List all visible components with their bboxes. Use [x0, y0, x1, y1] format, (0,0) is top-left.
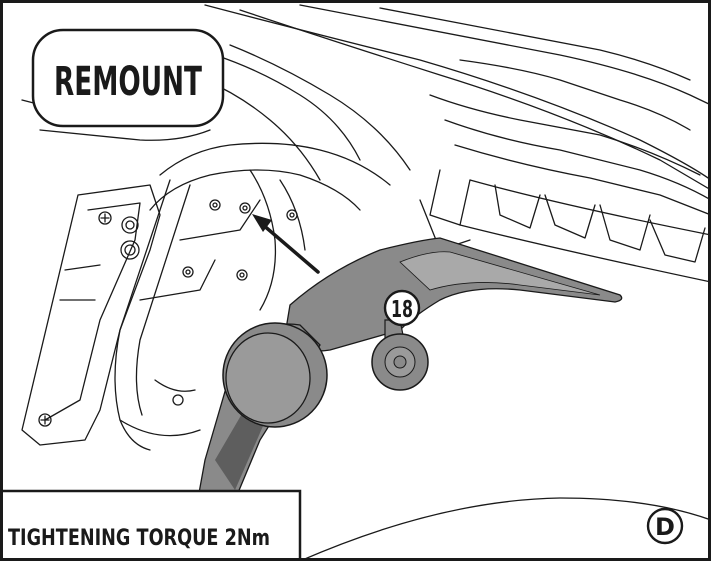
remount-label: REMOUNT — [54, 59, 202, 105]
view-letter-label: D — [655, 513, 675, 541]
torque-spec-label: TIGHTENING TORQUE 2Nm — [8, 526, 270, 551]
bracket-main-body — [284, 237, 623, 352]
mudguard-bracket-part — [194, 237, 623, 521]
torque-spec-box: TIGHTENING TORQUE 2Nm — [0, 489, 302, 565]
part-number-callout: 18 — [383, 289, 421, 327]
bracket-highlight — [399, 251, 601, 296]
rubber-cap-face — [225, 332, 311, 424]
mounting-arrow — [252, 214, 320, 274]
remount-label-box: REMOUNT — [31, 28, 225, 128]
part-number-label: 18 — [391, 297, 413, 323]
motorcycle-body-lineart — [21, 4, 711, 562]
view-letter-marker: D — [646, 507, 684, 545]
